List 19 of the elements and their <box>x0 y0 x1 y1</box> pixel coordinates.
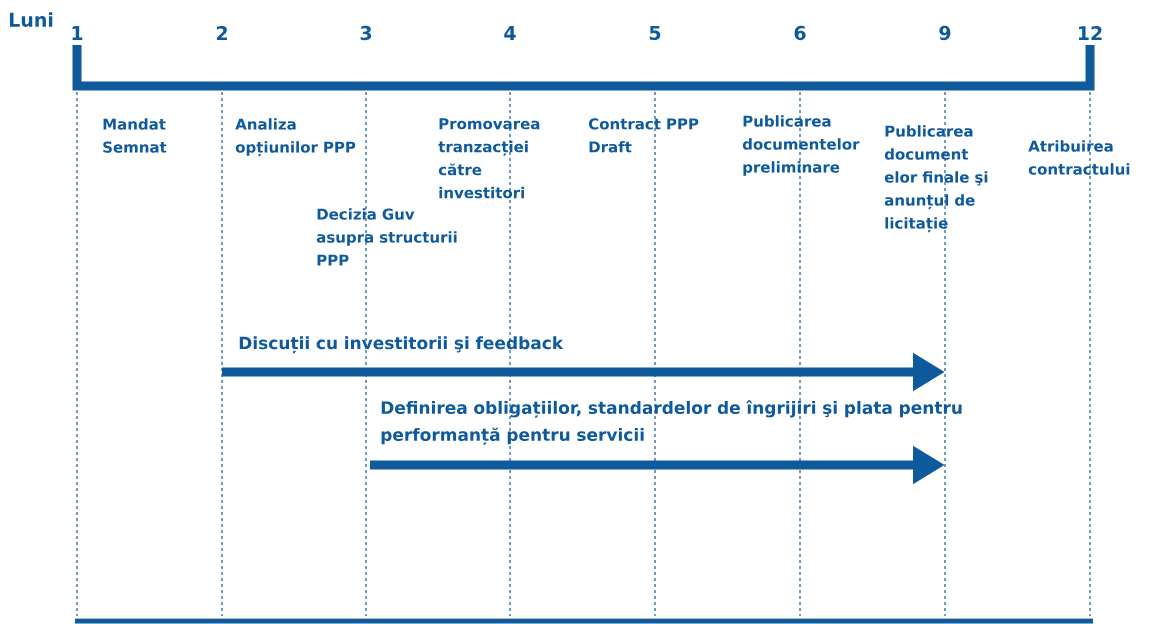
month-number: 2 <box>216 25 227 41</box>
milestone-text: Contract PPP Draft <box>588 118 699 153</box>
month-number: 12 <box>1078 25 1102 41</box>
milestone-text: Atribuirea contractului <box>1028 140 1130 175</box>
milestone-text: Decizia Guv asupra structurii PPP <box>316 208 457 266</box>
arrow-caption: Definirea obligațiilor, standardelor de îngrijiri şi plata pentru performanță pentru servicii <box>381 400 962 445</box>
month-number: 1 <box>72 26 83 40</box>
milestone-text: Publicarea documentelor preliminare <box>742 115 860 176</box>
month-number: 6 <box>794 25 806 41</box>
month-number: 3 <box>360 25 372 41</box>
milestone-text: Publicarea document elor finale şi anunțul de licitație <box>884 125 988 233</box>
milestone-text: Analiza opțiunilor PPP <box>235 118 356 157</box>
month-number: 4 <box>504 26 516 40</box>
milestone-text: Promovarea tranzacției către investitori <box>438 118 540 199</box>
axis-title: Luni <box>9 12 53 27</box>
month-number: 5 <box>649 25 661 41</box>
milestone-text: Mandat Semnat <box>103 118 167 153</box>
month-number: 9 <box>939 25 951 41</box>
arrow-caption: Discuții cu investitorii şi feedback <box>239 336 564 354</box>
